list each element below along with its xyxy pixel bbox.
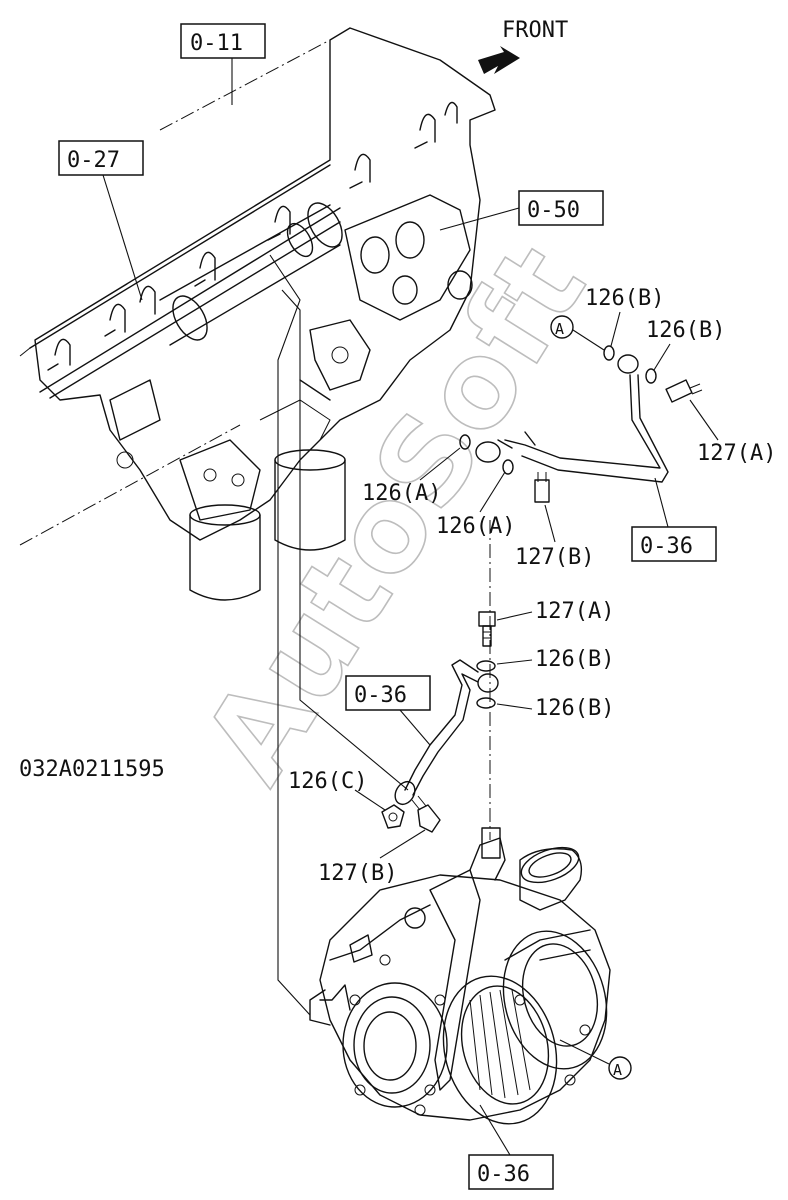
- label-126b-1: 126(B): [585, 286, 664, 311]
- marker-a-upper-letter: A: [555, 320, 564, 338]
- bolt-127a-upper: [665, 379, 703, 403]
- callout-0-36-bottom: 0-36: [477, 1162, 530, 1187]
- washer-126c: [381, 804, 405, 829]
- label-126a-1: 126(A): [362, 481, 441, 506]
- label-127b-2: 127(B): [318, 861, 397, 886]
- washer-126a-1: [459, 434, 471, 450]
- bolt-127a-middle: [478, 611, 496, 647]
- marker-a-lower-icon: [608, 1056, 632, 1080]
- label-127a-1: 127(A): [697, 441, 776, 466]
- label-126b-2: 126(B): [646, 318, 725, 343]
- callout-0-36-middle: 0-36: [354, 683, 407, 708]
- washer-126b-upper-1: [603, 345, 615, 361]
- front-label: FRONT: [502, 18, 568, 43]
- upper-oil-pipe: [475, 354, 669, 483]
- washer-126b-mid-2: [476, 697, 496, 709]
- marker-a-lower-letter: A: [613, 1061, 622, 1079]
- diagram-id-text: 032A0211595: [19, 757, 165, 782]
- washer-126b-upper-2: [645, 368, 657, 384]
- bolt-127b-lower: [411, 795, 441, 833]
- callout-0-50: 0-50: [527, 198, 580, 223]
- washer-126b-mid-1: [476, 660, 496, 672]
- callout-0-11: 0-11: [190, 31, 243, 56]
- bolt-127b-upper: [534, 472, 550, 503]
- callout-0-36-upper: 0-36: [640, 534, 693, 559]
- marker-a-upper-icon: [550, 315, 574, 339]
- engine-block-drawing: [19, 27, 496, 601]
- label-126a-2: 126(A): [436, 514, 515, 539]
- front-direction-arrow-icon: [478, 46, 520, 74]
- label-127b-1: 127(B): [515, 545, 594, 570]
- callout-0-27: 0-27: [67, 148, 120, 173]
- label-126b-3: 126(B): [535, 647, 614, 672]
- label-126b-4: 126(B): [535, 696, 614, 721]
- turbocharger-drawing: [309, 827, 611, 1125]
- label-127a-2: 127(A): [535, 599, 614, 624]
- middle-oil-pipe: [394, 659, 479, 806]
- label-126c: 126(C): [288, 769, 367, 794]
- washer-126a-2: [502, 459, 514, 475]
